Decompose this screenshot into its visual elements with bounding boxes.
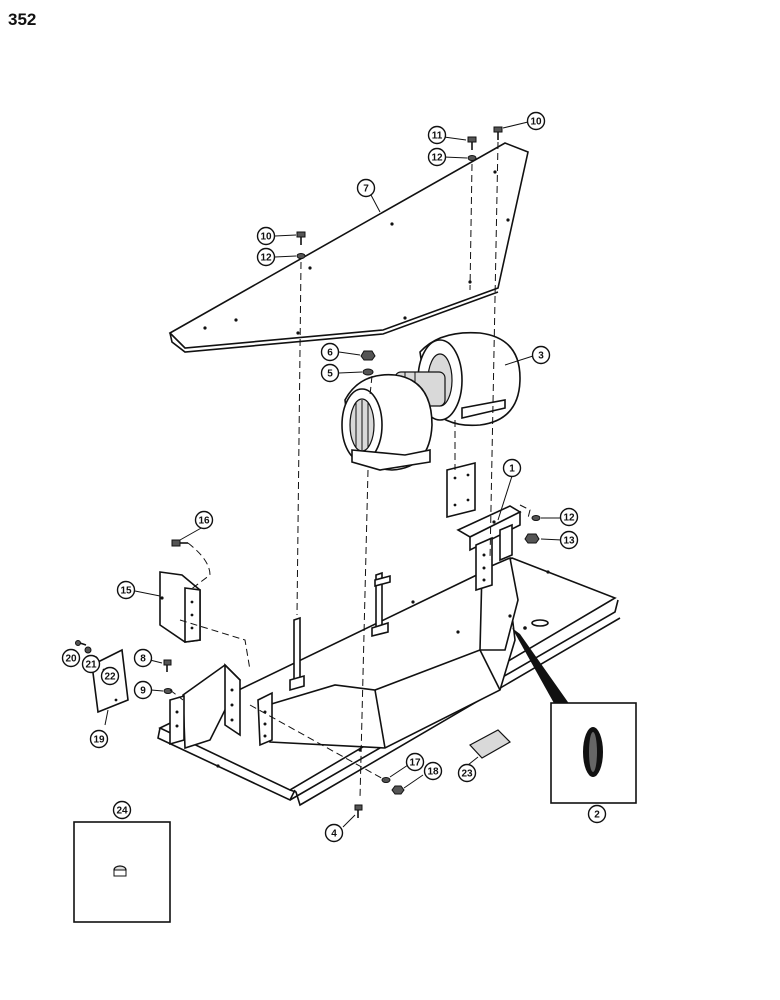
top-cover-plate bbox=[168, 142, 529, 353]
callout-label: 15 bbox=[120, 586, 132, 597]
callout-13: 13 bbox=[559, 530, 579, 550]
callout-circle bbox=[256, 247, 276, 267]
callout-circle bbox=[559, 507, 579, 527]
callout-label: 18 bbox=[427, 767, 439, 778]
callout-label: 24 bbox=[116, 806, 128, 817]
callout-circle bbox=[427, 147, 447, 167]
callout-15: 15 bbox=[116, 580, 136, 600]
hinge-bracket bbox=[159, 571, 201, 643]
callout-circle bbox=[89, 729, 109, 749]
callout-circle bbox=[559, 530, 579, 550]
callout-label: 7 bbox=[363, 184, 369, 195]
callout-circle bbox=[526, 111, 546, 131]
callout-7: 7 bbox=[356, 178, 376, 198]
callout-circle bbox=[61, 648, 81, 668]
callout-label: 12 bbox=[431, 153, 443, 164]
callout-circle bbox=[587, 804, 607, 824]
callout-circle bbox=[457, 763, 477, 783]
callout-12: 12 bbox=[559, 507, 579, 527]
callout-22: 22 bbox=[100, 666, 120, 686]
callout-label: 23 bbox=[461, 769, 473, 780]
assembly-lines bbox=[169, 141, 531, 799]
callout-17: 17 bbox=[405, 752, 425, 772]
callout-label: 21 bbox=[85, 660, 97, 671]
callout-circle bbox=[256, 226, 276, 246]
callout-16: 16 bbox=[194, 510, 214, 530]
callout-label: 19 bbox=[93, 735, 105, 746]
support-posts bbox=[289, 571, 391, 692]
callout-2: 2 bbox=[587, 804, 607, 824]
callout-circle bbox=[502, 458, 522, 478]
callout-label: 8 bbox=[140, 654, 146, 665]
callout-circle bbox=[194, 510, 214, 530]
callout-3: 3 bbox=[531, 345, 551, 365]
callout-circle bbox=[133, 648, 153, 668]
callout-circle bbox=[531, 345, 551, 365]
callout-group: 1234567891010111212121315161718192021222… bbox=[61, 111, 607, 843]
callout-10: 10 bbox=[256, 226, 276, 246]
callout-19: 19 bbox=[89, 729, 109, 749]
blower-assembly bbox=[341, 331, 521, 471]
callout-circle bbox=[320, 342, 340, 362]
page-number: 352 bbox=[8, 10, 37, 29]
callout-label: 9 bbox=[140, 686, 146, 697]
callout-4: 4 bbox=[324, 823, 344, 843]
callout-23: 23 bbox=[457, 763, 477, 783]
callout-label: 5 bbox=[327, 369, 333, 380]
callout-8: 8 bbox=[133, 648, 153, 668]
callout-circle bbox=[427, 125, 447, 145]
callout-circle bbox=[133, 680, 153, 700]
callout-18: 18 bbox=[423, 761, 443, 781]
callout-circle bbox=[81, 654, 101, 674]
callout-1: 1 bbox=[502, 458, 522, 478]
callout-label: 10 bbox=[530, 117, 542, 128]
callout-circle bbox=[100, 666, 120, 686]
left-bracket bbox=[169, 663, 241, 750]
callout-label: 12 bbox=[563, 513, 575, 524]
callout-24: 24 bbox=[112, 800, 132, 820]
inset-detail-24 bbox=[73, 821, 171, 923]
decal-23 bbox=[469, 729, 511, 759]
callout-circle bbox=[423, 761, 443, 781]
callout-circle bbox=[116, 580, 136, 600]
callout-20: 20 bbox=[61, 648, 81, 668]
callout-label: 11 bbox=[432, 131, 443, 142]
callout-11: 11 bbox=[427, 125, 447, 145]
callout-circle bbox=[324, 823, 344, 843]
callout-label: 20 bbox=[65, 654, 77, 665]
callout-circle bbox=[405, 752, 425, 772]
gasket-plate bbox=[446, 461, 476, 519]
callout-label: 17 bbox=[409, 758, 421, 769]
callout-6: 6 bbox=[320, 342, 340, 362]
callout-circle bbox=[320, 363, 340, 383]
mounting-bracket bbox=[456, 505, 522, 592]
callout-label: 2 bbox=[594, 810, 600, 821]
callout-label: 4 bbox=[331, 829, 337, 840]
callout-12: 12 bbox=[427, 147, 447, 167]
callout-circle bbox=[356, 178, 376, 198]
callout-label: 13 bbox=[563, 536, 575, 547]
callout-circle bbox=[112, 800, 132, 820]
callout-5: 5 bbox=[320, 363, 340, 383]
callout-label: 3 bbox=[538, 351, 544, 362]
callout-10: 10 bbox=[526, 111, 546, 131]
callout-label: 22 bbox=[104, 672, 116, 683]
inset-detail-2 bbox=[512, 628, 637, 804]
callout-label: 1 bbox=[509, 464, 515, 475]
callout-label: 6 bbox=[327, 348, 333, 359]
callout-12: 12 bbox=[256, 247, 276, 267]
callout-9: 9 bbox=[133, 680, 153, 700]
callout-label: 12 bbox=[260, 253, 272, 264]
callout-label: 16 bbox=[198, 516, 210, 527]
callout-label: 10 bbox=[260, 232, 272, 243]
callout-21: 21 bbox=[81, 654, 101, 674]
leader-lines bbox=[104, 121, 563, 828]
